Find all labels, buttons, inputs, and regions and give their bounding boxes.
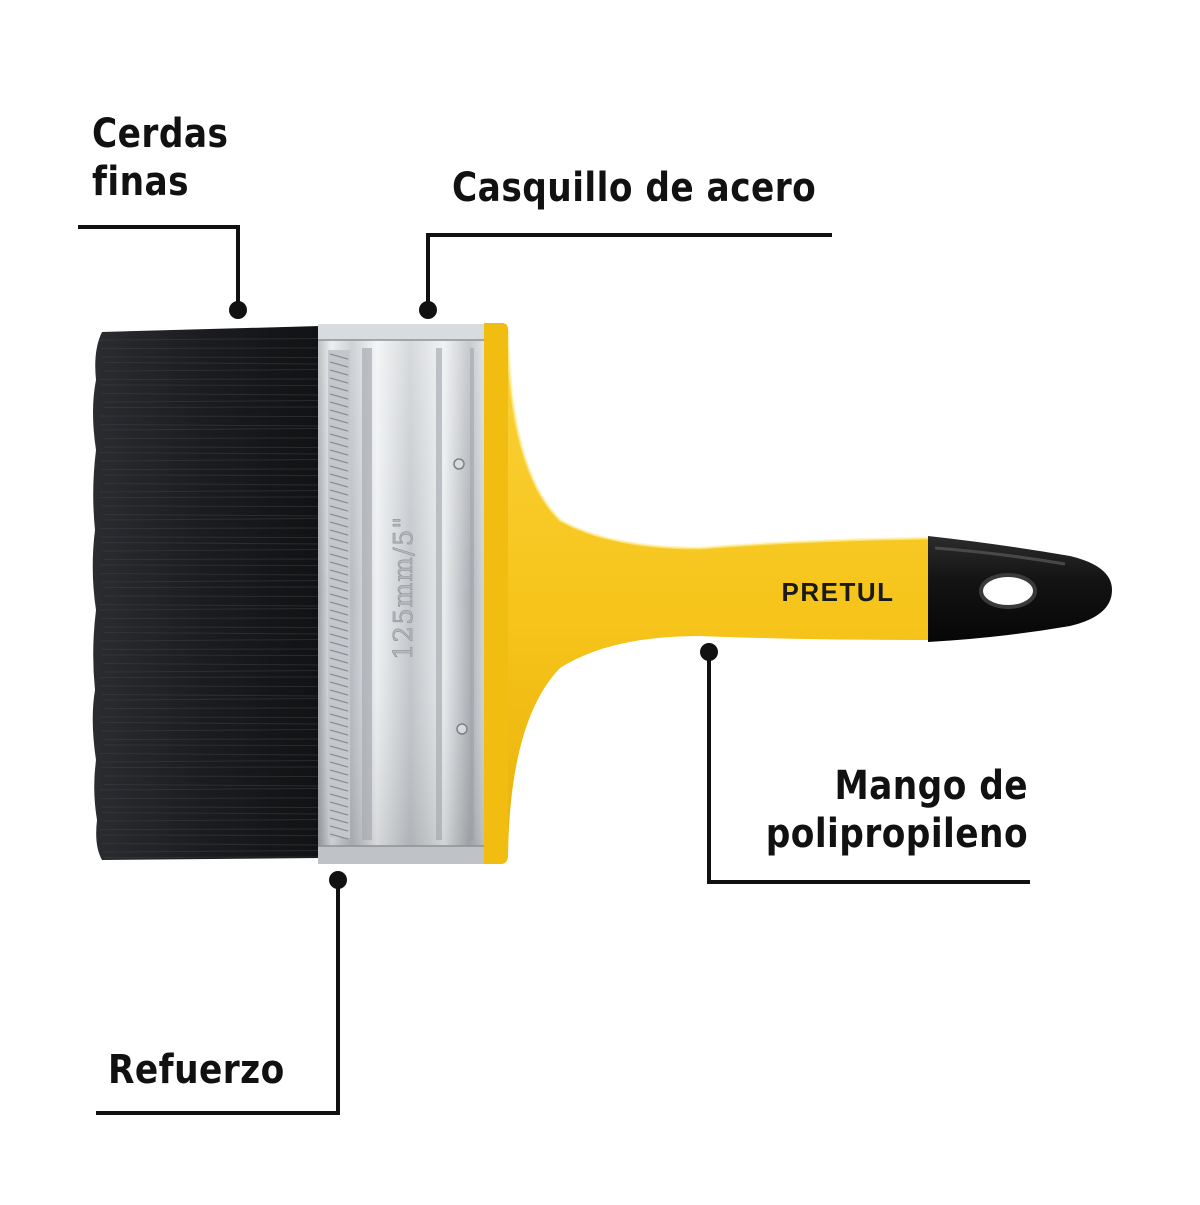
callout-line-refuerzo: [96, 880, 340, 1115]
handle: PRETUL: [484, 323, 931, 864]
bristles: [92, 326, 321, 860]
callout-line-casquillo: [426, 233, 832, 308]
rivet-top: [453, 458, 465, 470]
rivet-bottom: [456, 723, 468, 735]
ferrule-ribbing: [328, 350, 350, 840]
label-cerdas-line2: finas: [92, 159, 190, 205]
label-mango-line2: polipropileno: [765, 811, 1028, 857]
callout-line-mango: [707, 652, 1030, 884]
hang-hole: [979, 573, 1037, 609]
size-marking: 125mm/5": [389, 516, 419, 660]
label-cerdas-finas: Cerdas finas: [92, 110, 228, 206]
label-cerdas-line1: Cerdas: [92, 111, 229, 157]
callout-lines: [78, 225, 1030, 1115]
callout-line-cerdas: [78, 225, 240, 308]
grip-end: [928, 536, 1112, 642]
label-refuerzo: Refuerzo: [108, 1046, 285, 1094]
callout-dot-refuerzo: [329, 871, 347, 889]
callout-dots: [229, 301, 718, 889]
label-mango: Mango de polipropileno: [766, 762, 1028, 858]
steel-ferrule: 125mm/5": [318, 324, 486, 864]
label-casquillo-text: Casquillo de acero: [452, 165, 817, 211]
label-refuerzo-text: Refuerzo: [108, 1047, 285, 1093]
brand-logo: PRETUL: [782, 577, 895, 607]
label-mango-line1: Mango de: [834, 763, 1028, 809]
callout-dot-mango: [700, 643, 718, 661]
label-casquillo: Casquillo de acero: [452, 164, 816, 212]
callout-dot-cerdas: [229, 301, 247, 319]
callout-dot-casquillo: [419, 301, 437, 319]
